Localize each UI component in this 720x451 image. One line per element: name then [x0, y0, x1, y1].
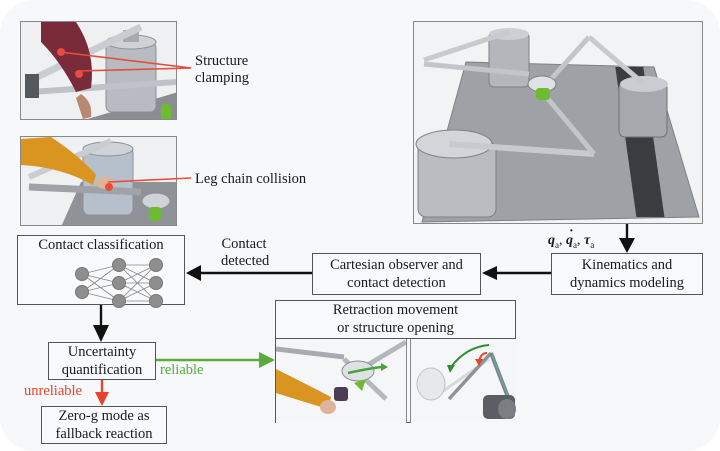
arrow-robot-to-kinematics — [619, 224, 635, 253]
uncertainty-quantification-block: Uncertainty quantification — [48, 342, 156, 380]
photo-structure-clamping — [20, 21, 177, 120]
arrow-reliable[interactable] — [156, 352, 275, 368]
structure-clamping-illustration — [21, 22, 176, 119]
network-edge — [118, 264, 157, 302]
network-node — [112, 258, 126, 272]
structure-opening-illustration — [411, 339, 516, 423]
reliable-label: reliable — [160, 362, 204, 378]
arrow-kinematics-to-cartesian — [482, 266, 551, 280]
arrow-cartesian-to-classification — [186, 265, 312, 281]
network-node — [149, 258, 163, 272]
contact-classification-title: Contact classification — [38, 237, 164, 253]
retraction-movement-illustration — [276, 339, 406, 423]
zero-g-mode-block: Zero-g mode as fallback reaction — [41, 406, 167, 444]
cartesian-observer-block: Cartesian observer and contact detection — [312, 253, 481, 295]
network-node — [112, 294, 126, 308]
network-node — [112, 276, 126, 290]
network-node — [149, 294, 163, 308]
photo-leg-chain-collision — [20, 136, 177, 226]
photo-structure-opening — [410, 339, 516, 423]
leg-chain-collision-label: Leg chain collision — [195, 171, 307, 187]
retraction-title: Retraction movement or structure opening — [276, 301, 515, 339]
neural-network-icon — [75, 258, 163, 308]
annotation-line-collision — [107, 177, 192, 183]
network-edge — [81, 264, 120, 293]
robot-overview-illustration — [414, 22, 702, 223]
contact-detected-label: Contact detected — [221, 236, 270, 269]
unreliable-label: unreliable — [24, 383, 82, 399]
contact-classification-block: Contact classification — [17, 235, 185, 308]
arrow-unreliable[interactable] — [95, 380, 109, 406]
kinematics-dynamics-block: Kinematics and dynamics modeling — [551, 253, 703, 295]
leg-chain-collision-illustration — [21, 137, 176, 225]
annotation-line-clamp-2 — [76, 67, 192, 72]
retraction-block: Retraction movement or structure opening — [275, 300, 516, 423]
joint-signals-label: qa, q·a, τa — [548, 224, 595, 250]
structure-clamping-label: Structure clamping — [195, 53, 249, 86]
network-node — [75, 267, 89, 281]
photo-robot-overview — [413, 21, 703, 224]
arrow-classification-to-uncertainty — [93, 305, 109, 342]
photo-retraction-movement — [276, 339, 407, 423]
network-node — [149, 276, 163, 290]
network-node — [75, 285, 89, 299]
annotation-line-clamp-1 — [59, 51, 192, 69]
